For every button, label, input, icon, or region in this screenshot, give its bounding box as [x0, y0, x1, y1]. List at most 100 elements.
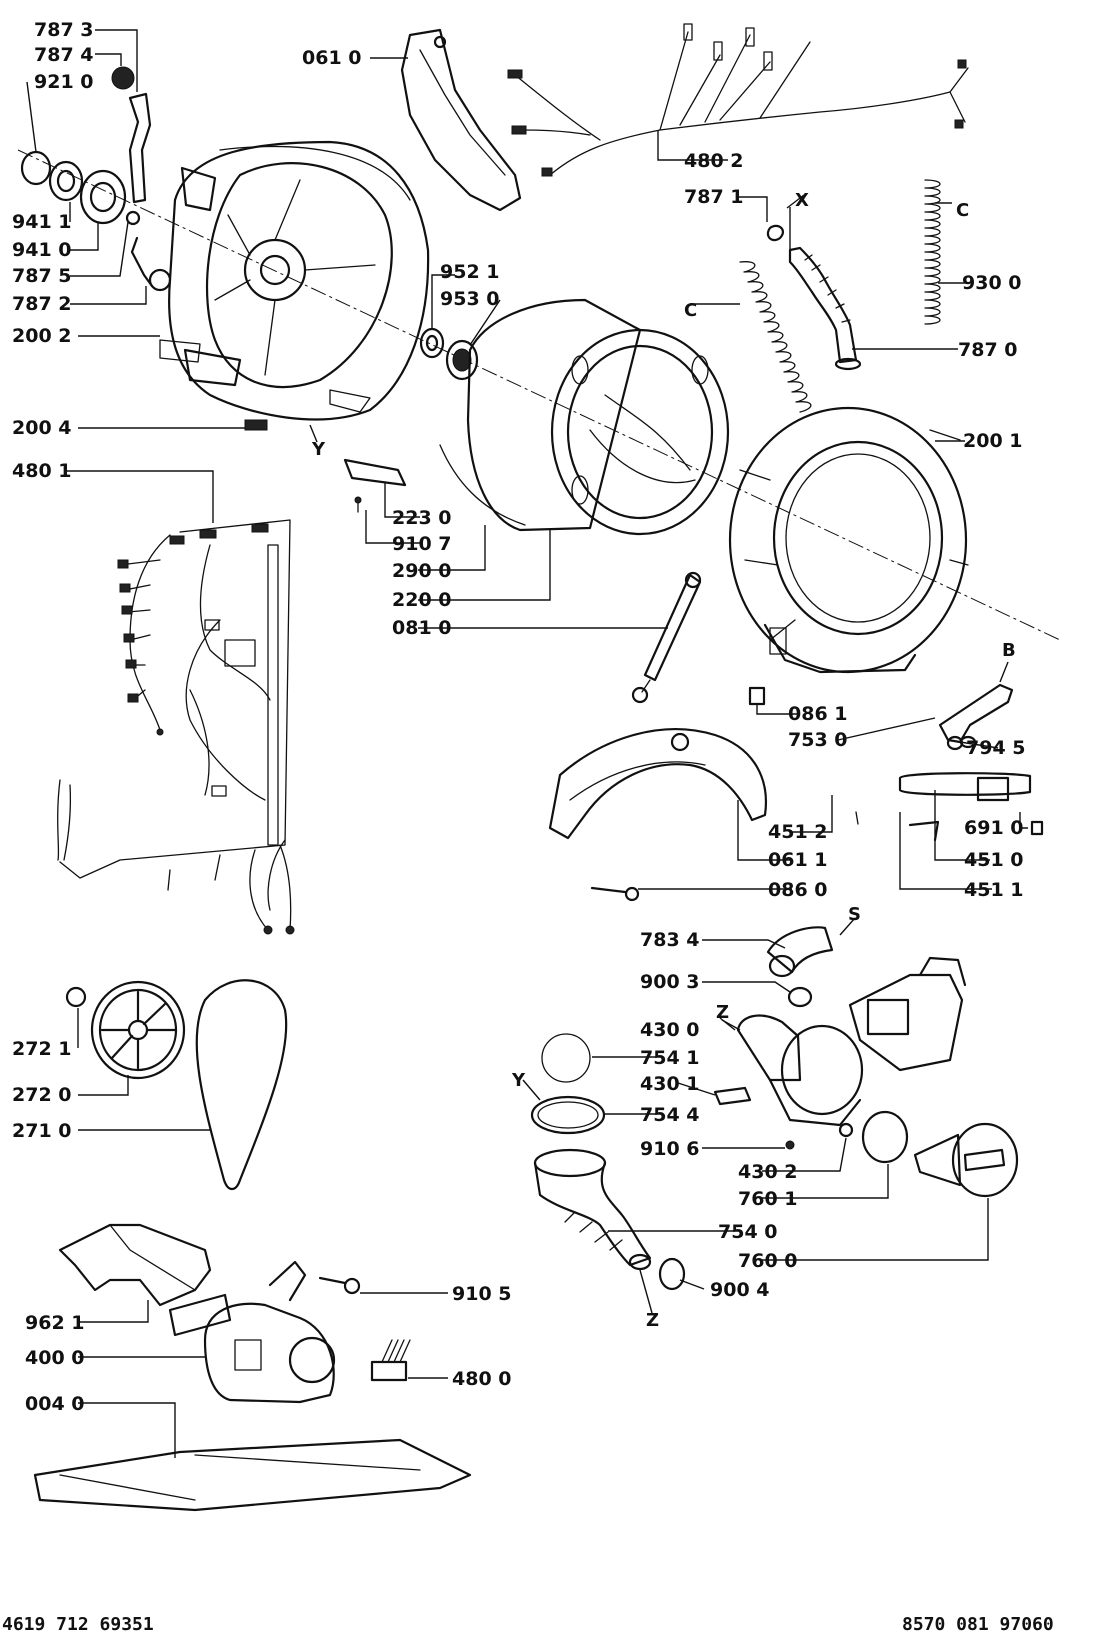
- ref-letter-c-right: C: [956, 200, 969, 221]
- pump-bracket-icon: [713, 1086, 752, 1106]
- part-label-061-0: 061 0: [302, 47, 362, 69]
- clip-icon: [748, 686, 766, 706]
- pump-nut-icon: [838, 1122, 854, 1138]
- motor-connector-icon: [370, 1339, 411, 1382]
- part-label-753-0: 753 0: [788, 729, 848, 751]
- part-label-271-0: 271 0: [12, 1120, 72, 1142]
- heating-element-icon: [855, 772, 1044, 842]
- part-label-910-6: 910 6: [640, 1138, 700, 1160]
- filter-cap-icon: [913, 1122, 1019, 1198]
- ref-letter-z-hose: Z: [646, 1310, 659, 1331]
- sump-clamp-icon: [658, 1257, 686, 1291]
- part-label-451-2: 451 2: [768, 821, 828, 843]
- filter-gasket-icon: [861, 1110, 909, 1164]
- part-label-953-0: 953 0: [440, 288, 500, 310]
- part-label-910-7: 910 7: [392, 533, 452, 555]
- top-wiring-harness-icon: [507, 23, 969, 177]
- part-label-081-0: 081 0: [392, 617, 452, 639]
- part-label-223-0: 223 0: [392, 507, 452, 529]
- part-number-labels: 787 3 787 4 921 0 061 0 480 2 941 1 941 …: [12, 19, 1026, 1415]
- drum-icon: [439, 298, 730, 536]
- drum-axis-line: [17, 149, 1061, 641]
- part-label-783-4: 783 4: [640, 929, 700, 951]
- part-label-200-2: 200 2: [12, 325, 72, 347]
- part-label-061-1: 061 1: [768, 849, 828, 871]
- part-label-760-0: 760 0: [738, 1250, 798, 1272]
- drain-pump-icon: [736, 956, 967, 1127]
- part-label-787-5: 787 5: [12, 265, 72, 287]
- ref-letter-x: X: [795, 190, 809, 211]
- motor-bolt-icon: [318, 1276, 361, 1295]
- part-label-910-5: 910 5: [452, 1283, 512, 1305]
- part-label-787-2: 787 2: [12, 293, 72, 315]
- part-label-941-1: 941 1: [12, 211, 72, 233]
- reference-letters: X C C Y B S Z Y Z: [311, 190, 1016, 1331]
- leader-lines: [26, 29, 1028, 1458]
- part-label-480-0: 480 0: [452, 1368, 512, 1390]
- part-label-004-0: 004 0: [25, 1393, 85, 1415]
- ref-letter-y-filter: Y: [511, 1070, 526, 1091]
- part-label-691-0: 691 0: [964, 817, 1024, 839]
- vent-pipe-icon: [128, 92, 152, 204]
- part-label-930-0: 930 0: [962, 272, 1022, 294]
- motor-icon: [168, 1260, 336, 1404]
- ref-letter-s: S: [848, 904, 861, 925]
- sump-hose-icon: [533, 1148, 652, 1271]
- part-label-794-5: 794 5: [966, 737, 1026, 759]
- filter-seal-ring-icon: [530, 1095, 606, 1135]
- part-label-754-4: 754 4: [640, 1104, 700, 1126]
- part-label-921-0: 921 0: [34, 71, 94, 93]
- part-label-272-1: 272 1: [12, 1038, 72, 1060]
- part-label-787-3: 787 3: [34, 19, 94, 41]
- part-label-754-1: 754 1: [640, 1047, 700, 1069]
- pump-screw-icon: [785, 1140, 795, 1150]
- motor-cover-icon: [58, 1223, 212, 1307]
- part-label-941-0: 941 0: [12, 239, 72, 261]
- part-label-400-0: 400 0: [25, 1347, 85, 1369]
- pin-icon: [590, 886, 640, 902]
- part-label-787-4: 787 4: [34, 44, 94, 66]
- part-label-754-0: 754 0: [718, 1221, 778, 1243]
- filter-disc-icon: [541, 1033, 591, 1083]
- small-hose-icon: [125, 210, 172, 292]
- part-label-200-4: 200 4: [12, 417, 72, 439]
- part-label-451-0: 451 0: [964, 849, 1024, 871]
- ref-letter-b: B: [1002, 640, 1016, 661]
- part-label-962-1: 962 1: [25, 1312, 85, 1334]
- part-label-086-1: 086 1: [788, 703, 848, 725]
- part-label-900-3: 900 3: [640, 971, 700, 993]
- lower-counterweight-icon: [548, 728, 767, 840]
- part-label-787-0: 787 0: [958, 339, 1018, 361]
- mesh-cap-icon: [111, 66, 135, 90]
- pulley-icon: [65, 980, 186, 1080]
- bellows-hose-icon: [766, 224, 862, 371]
- part-label-086-0: 086 0: [768, 879, 828, 901]
- hose-clamp-icon: [787, 986, 813, 1008]
- part-label-480-2: 480 2: [684, 150, 744, 172]
- front-tub-half-icon: [728, 406, 969, 674]
- part-label-787-1: 787 1: [684, 186, 744, 208]
- part-label-290-0: 290 0: [392, 560, 452, 582]
- base-tray-icon: [33, 1438, 472, 1512]
- hose-elbow-icon: [766, 926, 834, 978]
- part-label-430-0: 430 0: [640, 1019, 700, 1041]
- rear-tub-half-icon: [159, 140, 430, 431]
- main-wiring-harness-icon: [57, 519, 295, 935]
- doc-code-right: 8570 081 97060: [902, 1614, 1054, 1635]
- part-label-451-1: 451 1: [964, 879, 1024, 901]
- seal-ring-icon: [20, 150, 52, 186]
- part-label-430-1: 430 1: [640, 1073, 700, 1095]
- part-label-760-1: 760 1: [738, 1188, 798, 1210]
- bearing-icon: [48, 160, 127, 225]
- ref-letter-c-left: C: [684, 300, 697, 321]
- ref-letter-y-tub: Y: [311, 439, 326, 460]
- upper-counterweight-icon: [400, 28, 522, 212]
- part-label-220-0: 220 0: [392, 589, 452, 611]
- part-label-952-1: 952 1: [440, 261, 500, 283]
- spring-icon: [739, 179, 941, 413]
- drum-lifter-icon: [343, 458, 407, 513]
- part-label-430-2: 430 2: [738, 1161, 798, 1183]
- part-label-272-0: 272 0: [12, 1084, 72, 1106]
